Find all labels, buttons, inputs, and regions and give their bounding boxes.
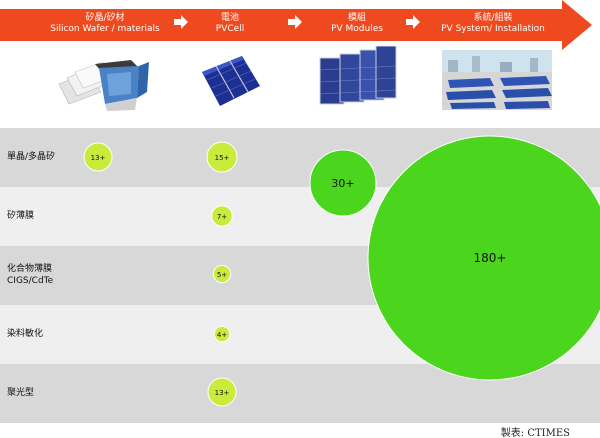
credit-label: 製表: CTIMES	[500, 428, 570, 438]
bubble-label: 5+	[217, 271, 227, 279]
tech-label: 矽薄膜	[7, 211, 35, 221]
stage-pv-cell: 電池 PVCell	[155, 13, 305, 35]
bubble	[211, 205, 233, 227]
bubble-label: 30+	[331, 177, 354, 190]
stage-pv-system: 系統/組裝 PV System/ Installation	[418, 13, 568, 35]
stage-zh-label: 矽晶/矽材	[85, 13, 125, 23]
bubble-label: 7+	[217, 213, 227, 221]
stage-silicon-wafer: 矽晶/矽材 Silicon Wafer / materials	[30, 13, 180, 35]
stage-en-label: PV Modules	[331, 24, 383, 34]
step-arrow-icon	[406, 15, 420, 29]
stage-zh-label: 電池	[220, 13, 239, 23]
pv-modules-image	[319, 46, 397, 105]
stage-zh-label: 模組	[347, 13, 366, 23]
bubble-label: 15+	[215, 154, 230, 162]
bubble-label: 13+	[91, 154, 106, 162]
tech-label: 單晶/多晶矽	[7, 152, 56, 162]
stage-en-label: PV System/ Installation	[441, 24, 545, 34]
bubble	[206, 141, 238, 173]
bubble	[309, 149, 377, 217]
stage-en-label: PVCell	[215, 24, 245, 34]
bubble-label: 180+	[474, 251, 507, 265]
stage-zh-label: 系統/組裝	[473, 13, 513, 23]
bubble	[83, 142, 113, 172]
bubble	[212, 264, 232, 284]
bubble	[367, 135, 600, 381]
tech-label: 染料敏化	[7, 329, 44, 339]
stage-en-label: Silicon Wafer / materials	[50, 24, 160, 34]
bubble	[207, 377, 237, 407]
step-arrow-icon	[288, 15, 302, 29]
pv-system-image	[442, 50, 552, 110]
tech-label-sub: CIGS/CdTe	[7, 276, 54, 286]
pv-cell-image	[202, 56, 260, 106]
step-arrow-icon	[174, 15, 188, 29]
tech-label: 化合物薄膜	[7, 264, 53, 274]
bubble	[213, 325, 231, 343]
bubble-label: 4+	[217, 331, 227, 339]
stage-pv-modules: 模組 PV Modules	[282, 13, 432, 35]
tech-label: 聚光型	[7, 388, 35, 398]
bubble-label: 13+	[215, 389, 230, 397]
silicon-wafer-image	[58, 60, 149, 111]
